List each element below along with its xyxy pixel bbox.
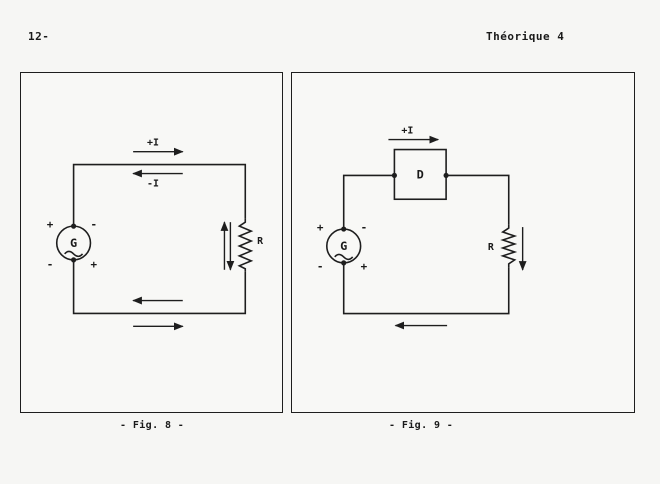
terminal-dot xyxy=(71,257,77,263)
generator-label: G xyxy=(340,239,347,253)
device-label: D xyxy=(417,167,424,181)
current-plus-label: +I xyxy=(401,126,413,137)
resistor-label: R xyxy=(488,242,494,253)
terminal-dot xyxy=(391,172,397,178)
figure-9-caption: - Fig. 9 - xyxy=(389,420,454,431)
polarity-plus: + xyxy=(47,218,54,231)
terminal-dot xyxy=(341,226,347,232)
figure-8-panel: G + - - + R +I -I xyxy=(20,72,283,413)
current-minus-label: -I xyxy=(147,178,159,189)
page-number: 12- xyxy=(28,30,50,43)
figure-9-circuit: D G + - - + R +I xyxy=(317,126,527,330)
terminal-dot xyxy=(71,223,77,229)
polarity-minus: - xyxy=(47,258,54,271)
polarity-minus: - xyxy=(361,221,368,234)
polarity-minus: - xyxy=(90,218,97,231)
generator-label: G xyxy=(70,236,77,250)
figure-8-circuit: G + - - + R +I -I xyxy=(47,138,263,331)
circuit-wire xyxy=(72,163,247,315)
page-header: Théorique 4 xyxy=(486,30,565,43)
circuit-wire xyxy=(342,174,510,315)
resistor-label: R xyxy=(257,236,263,247)
ac-wave-icon xyxy=(64,250,84,258)
polarity-plus: + xyxy=(361,260,368,273)
terminal-dot xyxy=(341,260,347,266)
figure-9-panel: D G + - - + R +I xyxy=(291,72,635,413)
ac-wave-icon xyxy=(334,253,354,261)
resistor-symbol xyxy=(237,218,254,272)
polarity-plus: + xyxy=(317,221,324,234)
polarity-plus: + xyxy=(90,258,97,271)
polarity-minus: - xyxy=(317,260,324,273)
figure-8-caption: - Fig. 8 - xyxy=(120,420,185,431)
resistor-symbol xyxy=(500,224,518,268)
current-plus-label: +I xyxy=(147,138,159,149)
terminal-dot xyxy=(443,172,449,178)
